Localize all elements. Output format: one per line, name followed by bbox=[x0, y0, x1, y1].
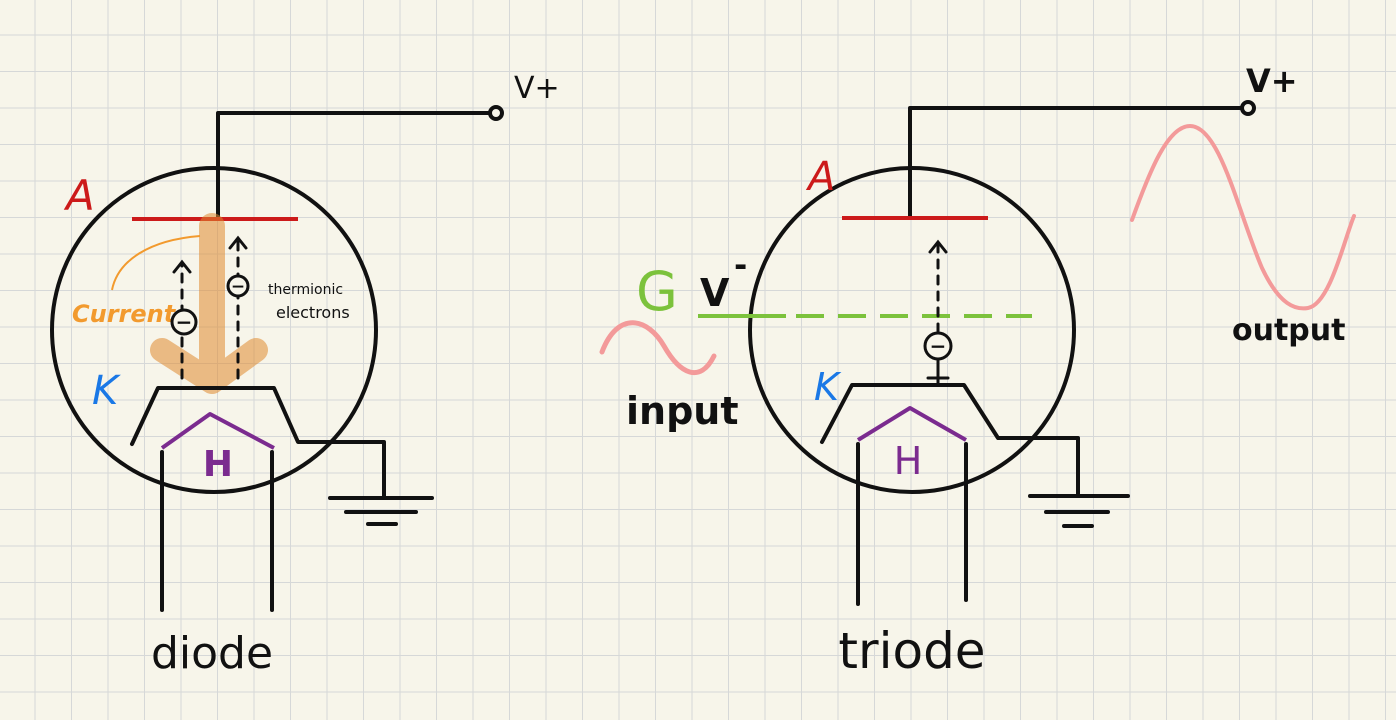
current-label: Current bbox=[72, 300, 177, 328]
ground-icon bbox=[1028, 494, 1130, 528]
diode-supply-label: V+ bbox=[514, 71, 560, 106]
electron-icon: − bbox=[923, 331, 953, 386]
diode-cathode-label: K bbox=[92, 368, 121, 414]
triode-supply-label: V+ bbox=[1246, 62, 1298, 100]
triode-input-label: input bbox=[626, 389, 739, 433]
triode-grid-voltage-sign: - bbox=[734, 246, 747, 284]
electron-icon: − bbox=[170, 308, 198, 336]
sine-wave-icon bbox=[599, 320, 717, 376]
triode-cathode-label: K bbox=[814, 365, 842, 409]
triode-title: triode bbox=[838, 622, 985, 680]
diode-heater bbox=[160, 412, 275, 450]
diode-supply-terminal bbox=[488, 105, 504, 121]
current-pointer-line bbox=[111, 235, 201, 291]
svg-text:−: − bbox=[930, 334, 947, 358]
diode-anode-label: A bbox=[63, 171, 95, 220]
electron-icon: − bbox=[226, 274, 250, 298]
triode-supply-terminal bbox=[1240, 100, 1256, 116]
ground-icon bbox=[328, 496, 434, 526]
triode-output-label: output bbox=[1232, 313, 1345, 348]
diode-envelope bbox=[50, 166, 378, 494]
electron-arrowhead-1 bbox=[172, 259, 192, 274]
diode-cathode-body bbox=[130, 386, 386, 500]
triode-group: V+ A G V - − K H bbox=[599, 62, 1356, 680]
diode-group: V+ A Current − − thermionic electrons bbox=[50, 71, 560, 679]
sine-wave-icon bbox=[1130, 123, 1356, 311]
triode-heater bbox=[856, 406, 967, 442]
triode-grid-label: G bbox=[636, 260, 678, 323]
triode-envelope bbox=[748, 166, 1076, 494]
diode-heater-label: H bbox=[203, 444, 233, 485]
diode-title: diode bbox=[151, 628, 273, 679]
triode-anode-supply-wire bbox=[908, 106, 1250, 220]
electron-label-line-1: thermionic bbox=[268, 282, 343, 298]
triode-heater-label: H bbox=[894, 439, 923, 483]
triode-cathode-body bbox=[820, 383, 1080, 498]
triode-electron-arrowhead bbox=[928, 239, 948, 254]
svg-text:−: − bbox=[176, 310, 193, 334]
diode-anode-supply-wire bbox=[216, 111, 498, 221]
svg-text:−: − bbox=[231, 277, 245, 297]
current-arrow bbox=[150, 213, 268, 394]
electron-arrowhead-2 bbox=[228, 235, 248, 250]
electron-label-line-2: electrons bbox=[276, 303, 350, 322]
triode-grid-voltage-label: V bbox=[700, 271, 730, 315]
triode-anode-label: A bbox=[805, 154, 835, 200]
